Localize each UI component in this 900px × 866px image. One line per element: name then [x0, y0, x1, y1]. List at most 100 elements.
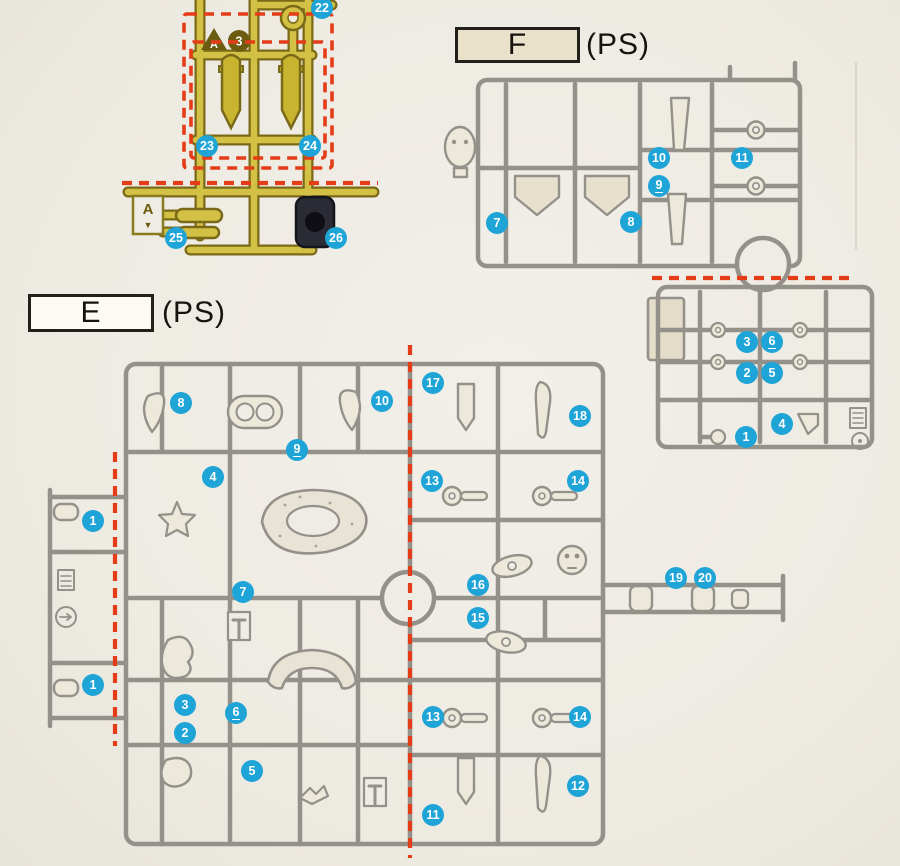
part-number-badge-runner-e-13: 13 [422, 706, 444, 728]
part-number-badge-runner-f-bottom-6: 6 [761, 331, 783, 353]
mold-stamp-lines [60, 575, 72, 587]
part-rod [459, 712, 489, 724]
part-funnel [669, 96, 691, 152]
part-knob-hole [796, 326, 804, 334]
part-number-badge-runner-f-top-8: 8 [620, 211, 642, 233]
part-ring-hole [751, 126, 760, 135]
part-knob-hole [714, 326, 722, 334]
circle-marker [228, 30, 250, 52]
part-star [157, 500, 197, 538]
part-number-badge-runner-f-bottom-1: 1 [735, 426, 757, 448]
part-number-badge-runner-f-top-9: 9 [648, 175, 670, 197]
runner-f-label-box: F [455, 27, 580, 63]
runner-a-tag-letter: A [143, 201, 154, 218]
part-head-hole [451, 139, 457, 145]
runner-f-letter: F [507, 28, 528, 61]
part-arc [266, 648, 358, 690]
part-number-badge-runner-e-11: 11 [422, 804, 444, 826]
part-oval-hole [507, 561, 517, 571]
mold-stamp-icon [849, 407, 867, 429]
cut-rect-inner [189, 40, 327, 160]
part-knob [709, 428, 727, 446]
part-knob-hole [796, 358, 804, 366]
mold-stamp-circle-icon [851, 432, 869, 450]
part-bomb [280, 53, 302, 131]
part-double-ring-hole [255, 402, 275, 422]
part-number-badge-runner-f-top-11: 11 [731, 147, 753, 169]
runner-f-material: (PS) [586, 28, 650, 61]
part-fin [456, 382, 476, 432]
part-number-badge-runner-f-bottom-2: 2 [736, 362, 758, 384]
part-shield [513, 174, 561, 217]
runner-e-material: (PS) [162, 296, 226, 329]
part-number-badge-runner-e-19: 19 [665, 567, 687, 589]
part-bean [52, 678, 80, 698]
part-number-badge-runner-e-4: 4 [202, 466, 224, 488]
part-small-shield [796, 412, 820, 436]
runner-a-circle-number: 3 [236, 35, 243, 49]
part-oval-hole [501, 637, 511, 647]
part-small-block [452, 166, 469, 179]
part-number-badge-runner-e-8: 8 [170, 392, 192, 414]
runner-a-marker: A 3 A ▼ [143, 28, 250, 230]
part-number-badge-runner-a-24: 24 [299, 135, 321, 157]
part-number-badge-runner-a-25: 25 [165, 227, 187, 249]
part-skull-eye [574, 553, 580, 559]
runner-f-bottom-sprue [646, 284, 875, 450]
part-number-badge-runner-e-1: 1 [82, 674, 104, 696]
part-ball-joint-hole [538, 714, 546, 722]
part-number-badge-runner-e-20: 20 [694, 567, 716, 589]
part-number-badge-runner-f-bottom-4: 4 [771, 413, 793, 435]
part-number-badge-runner-e-18: 18 [569, 405, 591, 427]
part-boot [160, 635, 194, 680]
part-ball-joint-hole [538, 492, 546, 500]
runner-e-sprue [47, 361, 786, 847]
part-skull-eye [564, 553, 570, 559]
part-number-badge-runner-a-22: 22 [311, 0, 333, 19]
triangle-icon [201, 28, 227, 50]
part-number-badge-runner-e-3: 3 [174, 694, 196, 716]
part-cylinder [628, 584, 654, 613]
part-number-badge-runner-e-12: 12 [567, 775, 589, 797]
part-skull [556, 544, 588, 576]
mold-stamp-icon [57, 569, 75, 591]
mold-stamp-arrow [59, 613, 72, 621]
part-claw [142, 392, 166, 434]
runner-a-triangle-letter: A [210, 39, 218, 51]
part-blade [534, 754, 552, 813]
part-bomb [220, 53, 242, 131]
part-number-badge-runner-e-10: 10 [371, 390, 393, 412]
runner-a-sprue [122, 0, 380, 256]
part-bean [52, 502, 80, 522]
part-number-badge-runner-e-13: 13 [421, 470, 443, 492]
part-number-badge-runner-a-23: 23 [196, 135, 218, 157]
part-number-badge-runner-e-14: 14 [567, 470, 589, 492]
mold-stamp-circle-icon [55, 606, 77, 628]
part-number-badge-runner-f-top-7: 7 [486, 212, 508, 234]
part-rod [549, 490, 579, 502]
part-number-badge-runner-e-2: 2 [174, 722, 196, 744]
part-number-badge-runner-e-14: 14 [569, 706, 591, 728]
part-number-badge-runner-f-top-10: 10 [648, 147, 670, 169]
mold-stamp-dot [858, 439, 862, 443]
part-claw [338, 389, 362, 432]
part-number-badge-runner-e-9: 9 [286, 439, 308, 461]
part-number-badge-runner-e-15: 15 [467, 607, 489, 629]
cut-lines [112, 12, 850, 858]
part-head-hole [463, 139, 469, 145]
part-number-badge-runner-e-7: 7 [232, 581, 254, 603]
part-cylinder [730, 588, 750, 610]
part-rock-ring-texture [278, 495, 354, 548]
mold-stamp-lines [852, 412, 864, 424]
part-dark-block-hole [305, 212, 325, 232]
part-fin [456, 756, 476, 806]
part-knob-hole [714, 358, 722, 366]
cut-rect-outer [182, 12, 334, 170]
down-arrow-icon: ▼ [144, 220, 153, 230]
part-foot [160, 756, 193, 788]
part-blade [534, 380, 552, 439]
mold-stamp-t-glyph [367, 784, 383, 806]
part-ring-hole [751, 182, 760, 191]
